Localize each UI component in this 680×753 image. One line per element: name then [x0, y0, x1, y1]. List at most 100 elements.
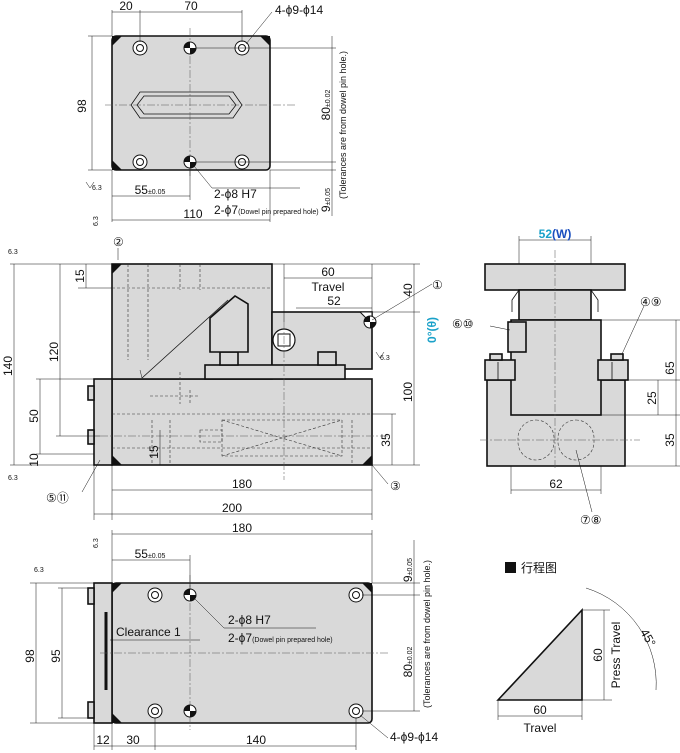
- dim-35: 35: [663, 433, 677, 447]
- dim-9-tol: ±0.05: [407, 558, 414, 576]
- dim-15: 15: [73, 269, 87, 283]
- dim-62: 62: [549, 477, 563, 491]
- travel-label: Travel: [312, 280, 345, 294]
- bottom-hole: [348, 587, 364, 603]
- dim-95: 95: [49, 649, 63, 663]
- width-var: (W): [552, 227, 571, 241]
- stroke-title: 行程图: [521, 560, 557, 575]
- svg-text:2-ϕ7(Dowel pin prepared hole): 2-ϕ7(Dowel pin prepared hole): [214, 203, 319, 217]
- svg-text:80±0.02: 80±0.02: [401, 646, 415, 677]
- dim-140: 140: [246, 733, 266, 747]
- svg-text:52(W): 52(W): [539, 227, 572, 241]
- roughness-mark: 6.3: [92, 185, 102, 192]
- dim-200: 200: [222, 501, 242, 515]
- bottom-view: 180 55±0.05 6.3 6.3 9±0.05 80±0.02 (Tole…: [23, 521, 438, 750]
- bottom-dowel-hole: [183, 704, 197, 718]
- callout-7-8: ⑦⑧: [580, 513, 602, 527]
- dim-140: 140: [1, 356, 15, 376]
- front-view: 60 Travel 52 40 100 35 0°(θ) 6.3 140 15 …: [1, 235, 443, 520]
- callout-3: ③: [390, 479, 401, 493]
- legend-square: [505, 562, 516, 573]
- svg-text:55±0.05: 55±0.05: [135, 183, 166, 197]
- dim-65: 65: [663, 361, 677, 375]
- dim-15b: 15: [147, 445, 161, 459]
- travel-label: Travel: [524, 721, 557, 735]
- dowel-spec-2: 2-ϕ7: [214, 203, 238, 217]
- svg-text:2-ϕ7(Dowel pin prepared hole): 2-ϕ7(Dowel pin prepared hole): [228, 631, 333, 645]
- roughness-mark-2: 6.3: [93, 216, 100, 226]
- dim-55-tol: ±0.05: [148, 553, 166, 560]
- roughness-mark: 6.3: [8, 249, 18, 256]
- front-body: [111, 378, 373, 466]
- dim-40: 40: [401, 283, 415, 297]
- dim-98: 98: [75, 99, 89, 113]
- top-hole: [132, 40, 148, 56]
- dim-80-tol: ±0.02: [407, 646, 414, 664]
- dim-98: 98: [23, 649, 37, 663]
- top-view-plate: [111, 35, 271, 171]
- dim-9: 9: [401, 575, 415, 582]
- press-label: Press Travel: [609, 622, 623, 689]
- dowel-spec-1: 2-ϕ8 H7: [228, 613, 271, 627]
- callout-4-9: ④⑨: [640, 295, 662, 309]
- holes-spec: 4-ϕ9-ϕ14: [390, 730, 438, 744]
- tolerance-note: (Tolerances are from dowel pin hole.): [422, 560, 432, 708]
- dim-80: 80: [401, 664, 415, 678]
- dim-120: 120: [47, 342, 61, 362]
- dim-80: 80: [319, 107, 333, 121]
- bottom-hole: [147, 703, 163, 719]
- svg-text:9±0.05: 9±0.05: [319, 188, 333, 212]
- top-dowel-hole: [183, 41, 197, 55]
- dim-55-tol: ±0.05: [148, 189, 166, 196]
- roughness-mark: 6.3: [380, 355, 390, 362]
- dim-9: 9: [319, 205, 333, 212]
- bottom-dowel-hole: [183, 588, 197, 602]
- svg-text:9±0.05: 9±0.05: [401, 558, 415, 582]
- dim-70: 70: [184, 0, 198, 13]
- dim-55: 55: [135, 547, 149, 561]
- dim-10: 10: [27, 453, 41, 467]
- dim-9-tol: ±0.05: [325, 188, 332, 206]
- top-holes-spec: 4-ϕ9-ϕ14: [275, 3, 323, 17]
- angle-label: 0°(θ): [425, 317, 439, 343]
- tolerance-note: (Tolerances are from dowel pin hole.): [338, 51, 348, 199]
- roughness-mark: 6.3: [93, 538, 100, 548]
- callout-1: ①: [432, 278, 443, 292]
- dim-12: 12: [96, 733, 110, 747]
- dim-20: 20: [119, 0, 133, 13]
- dim-50: 50: [27, 409, 41, 423]
- dowel-spec-1: 2-ϕ8 H7: [214, 187, 257, 201]
- stroke-diagram: 行程图 60 Press Travel 45° 60 Travel: [496, 560, 659, 735]
- roughness-mark: 6.3: [8, 475, 18, 482]
- svg-text:55±0.05: 55±0.05: [135, 547, 166, 561]
- dim-110: 110: [183, 207, 202, 221]
- dowel-note: (Dowel pin prepared hole): [238, 209, 319, 216]
- callout-5-11: ⑤⑪: [46, 491, 69, 505]
- dim-80-tol: ±0.02: [325, 89, 332, 107]
- dim-55: 55: [135, 183, 149, 197]
- top-view: 20 70 4-ϕ9-ϕ14 98 6.3 80±0.02 9±0.05 (To…: [75, 0, 348, 226]
- dim-100: 100: [401, 382, 415, 402]
- dowel-spec-2: 2-ϕ7: [228, 631, 252, 645]
- bottom-hole: [147, 587, 163, 603]
- width-value: 52: [539, 227, 553, 241]
- dim-35: 35: [379, 433, 393, 447]
- callout-2: ②: [113, 235, 124, 249]
- roughness-mark: 6.3: [34, 567, 44, 574]
- dim-travel-60: 60: [321, 265, 335, 279]
- dim-30: 30: [126, 733, 140, 747]
- callout-6-10: ⑥⑩: [452, 317, 474, 331]
- press-value: 60: [591, 648, 605, 662]
- dim-25: 25: [645, 391, 659, 405]
- dim-52: 52: [327, 294, 341, 308]
- svg-text:80±0.02: 80±0.02: [319, 89, 333, 120]
- stroke-triangle: [496, 607, 583, 701]
- clearance-label: Clearance 1: [116, 625, 181, 639]
- top-hole: [132, 154, 148, 170]
- top-hole: [234, 154, 250, 170]
- travel-value: 60: [533, 703, 547, 717]
- dim-180: 180: [232, 477, 252, 491]
- side-view: 52(W) 65 25 35 62 ④⑨ ⑥⑩ ⑦⑧: [452, 227, 680, 527]
- dim-180: 180: [232, 521, 252, 535]
